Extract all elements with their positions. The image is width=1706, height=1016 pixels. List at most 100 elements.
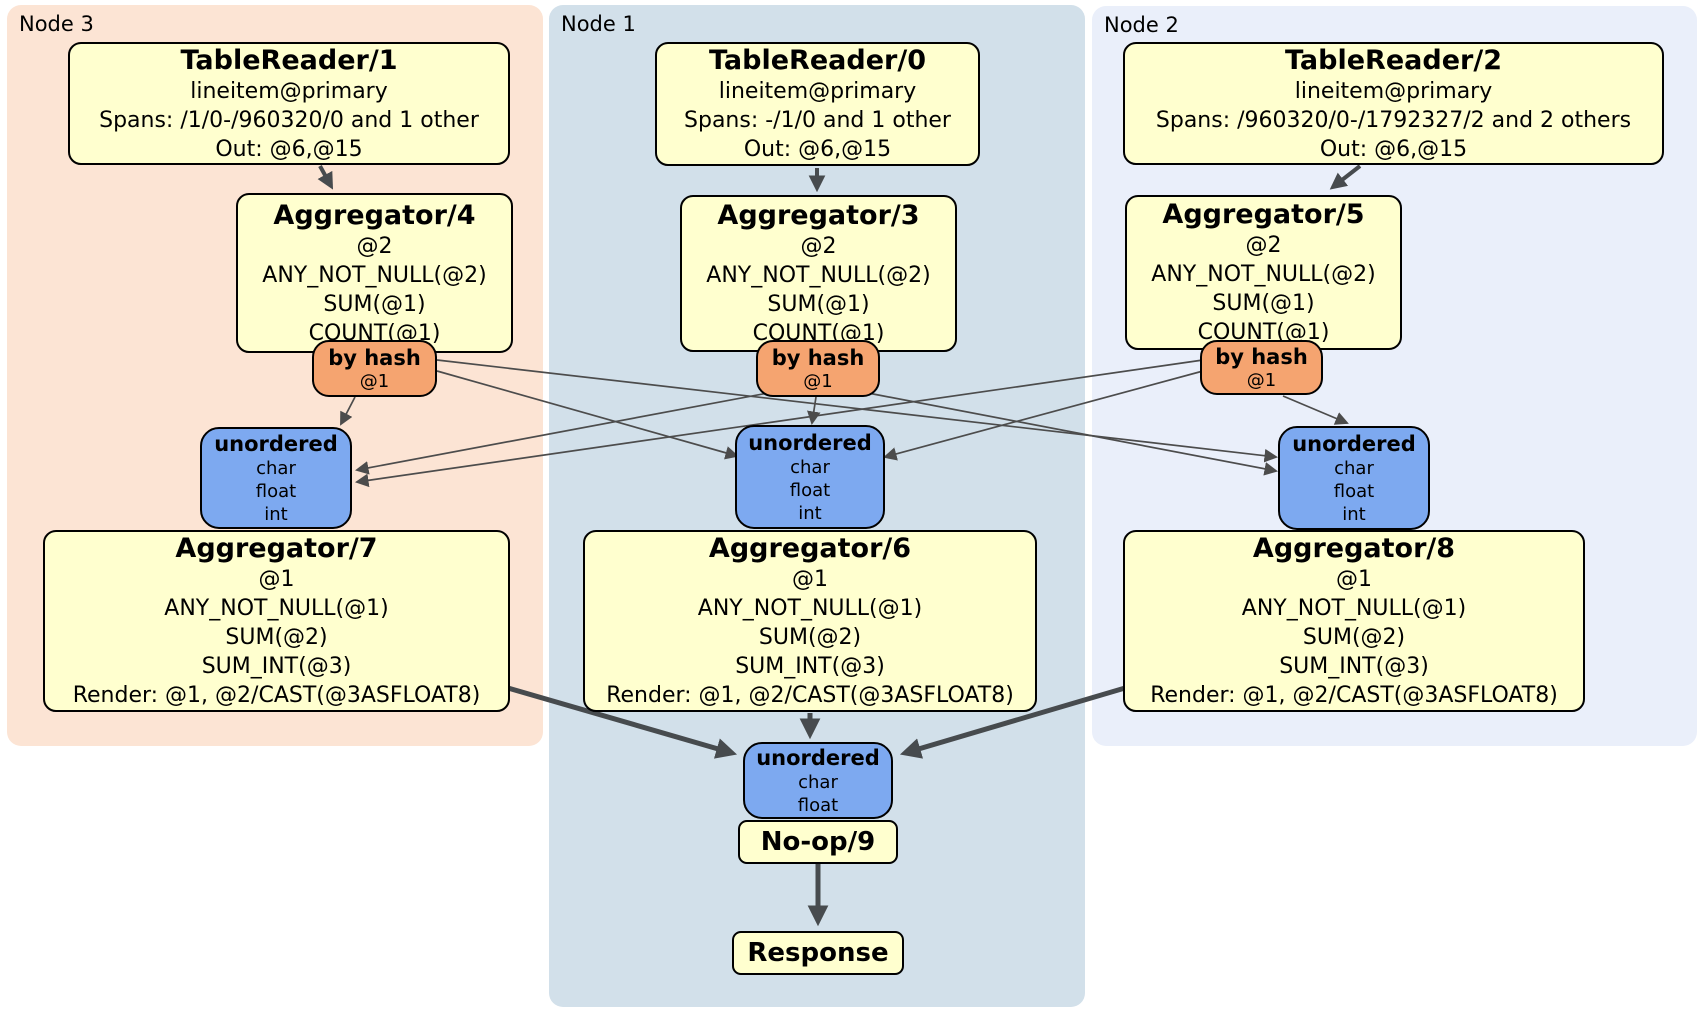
aggregator-3-fn2: SUM(@1) [767, 292, 870, 317]
aggregator-7-box: Aggregator/7 @1 ANY_NOT_NULL(@1) SUM(@2)… [43, 530, 510, 712]
by-hash-router-5-columns: @1 [1246, 369, 1277, 391]
unordered-sync-final-title: unordered [756, 745, 880, 770]
unordered-sync-7-col1: char [256, 457, 296, 479]
unordered-sync-final: unordered char float [743, 742, 893, 819]
tablereader-0-spans: Spans: -/1/0 and 1 other [684, 108, 951, 133]
edge-agg7-un9 [507, 685, 738, 759]
aggregator-7-render: Render: @1, @2/CAST(@3ASFLOAT8) [72, 683, 481, 708]
edge-rt5-un8 [1282, 395, 1349, 425]
aggregator-6-fn1: ANY_NOT_NULL(@1) [697, 596, 923, 621]
by-hash-router-5-title: by hash [1215, 344, 1308, 369]
response-title: Response [747, 938, 889, 968]
edge-tr1-agg4 [317, 165, 334, 190]
by-hash-router-4-title: by hash [328, 345, 421, 370]
aggregator-6-title: Aggregator/6 [708, 533, 912, 564]
aggregator-7-groupcol: @1 [258, 567, 295, 592]
edge-tr2-agg5 [1329, 164, 1362, 190]
tablereader-0-box: TableReader/0 lineitem@primary Spans: -/… [655, 42, 980, 166]
aggregator-8-title: Aggregator/8 [1252, 533, 1456, 564]
aggregator-5-fn1: ANY_NOT_NULL(@2) [1151, 262, 1376, 287]
unordered-sync-8-col3: int [1342, 503, 1366, 525]
node-2-label: Node 2 [1104, 13, 1179, 37]
unordered-sync-8-col1: char [1334, 457, 1374, 479]
by-hash-router-3-title: by hash [771, 345, 865, 370]
aggregator-6-groupcol: @1 [792, 567, 828, 592]
edge-rt5-un7 [354, 359, 1204, 488]
aggregator-3-fn1: ANY_NOT_NULL(@2) [706, 263, 931, 288]
aggregator-4-fn2: SUM(@1) [323, 291, 426, 317]
unordered-sync-6-title: unordered [748, 430, 872, 455]
aggregator-7-fn1: ANY_NOT_NULL(@1) [164, 596, 389, 621]
aggregator-3-groupcol: @2 [800, 234, 837, 259]
tablereader-2-box: TableReader/2 lineitem@primary Spans: /9… [1123, 42, 1664, 165]
aggregator-8-fn3: SUM_INT(@3) [1279, 654, 1429, 679]
aggregator-6-box: Aggregator/6 @1 ANY_NOT_NULL(@1) SUM(@2)… [583, 530, 1037, 712]
aggregator-5-box: Aggregator/5 @2 ANY_NOT_NULL(@2) SUM(@1)… [1125, 195, 1402, 350]
aggregator-3-box: Aggregator/3 @2 ANY_NOT_NULL(@2) SUM(@1)… [680, 195, 957, 352]
edge-rt3-un7 [354, 392, 769, 475]
tablereader-2-out: Out: @6,@15 [1319, 136, 1468, 162]
tablereader-2-title: TableReader/2 [1285, 44, 1502, 76]
aggregator-5-fn2: SUM(@1) [1212, 291, 1315, 316]
aggregator-4-fn1: ANY_NOT_NULL(@2) [262, 262, 487, 288]
aggregator-6-render: Render: @1, @2/CAST(@3ASFLOAT8) [606, 683, 1014, 708]
tablereader-0-out: Out: @6,@15 [743, 137, 892, 162]
aggregator-7-fn2: SUM(@2) [225, 625, 328, 650]
tablereader-1-index: lineitem@primary [190, 78, 388, 104]
tablereader-0-index: lineitem@primary [718, 79, 917, 104]
unordered-sync-6-col1: char [790, 456, 830, 478]
aggregator-8-box: Aggregator/8 @1 ANY_NOT_NULL(@1) SUM(@2)… [1123, 530, 1585, 712]
aggregator-4-box: Aggregator/4 @2 ANY_NOT_NULL(@2) SUM(@1)… [236, 193, 513, 353]
aggregator-3-title: Aggregator/3 [717, 200, 920, 231]
by-hash-router-5: by hash @1 [1200, 340, 1323, 395]
edge-rt4-un8 [436, 359, 1279, 463]
response-box: Response [732, 931, 904, 975]
edge-rt3-un8 [867, 392, 1279, 476]
unordered-sync-6: unordered char float int [735, 425, 885, 529]
unordered-sync-6-col3: int [798, 502, 822, 524]
edge-rt5-un6 [883, 370, 1204, 461]
tablereader-2-index: lineitem@primary [1294, 78, 1493, 104]
aggregator-8-groupcol: @1 [1336, 567, 1372, 592]
node-3-label: Node 3 [19, 12, 94, 36]
node-1-label: Node 1 [561, 12, 636, 36]
tablereader-1-title: TableReader/1 [180, 44, 398, 76]
unordered-sync-final-col2: float [797, 794, 839, 816]
unordered-sync-8-col2: float [1333, 480, 1375, 502]
unordered-sync-6-col2: float [789, 479, 831, 501]
by-hash-router-4: by hash @1 [312, 340, 437, 397]
unordered-sync-8-title: unordered [1292, 431, 1416, 456]
tablereader-1-out: Out: @6,@15 [215, 136, 363, 162]
aggregator-7-fn3: SUM_INT(@3) [201, 654, 352, 679]
noop-9-title: No-op/9 [760, 827, 876, 857]
by-hash-router-4-columns: @1 [359, 370, 390, 392]
tablereader-2-spans: Spans: /960320/0-/1792327/2 and 2 others [1155, 107, 1632, 133]
aggregator-4-title: Aggregator/4 [273, 199, 476, 231]
tablereader-1-box: TableReader/1 lineitem@primary Spans: /1… [68, 42, 510, 165]
aggregator-5-title: Aggregator/5 [1162, 199, 1365, 230]
noop-9-box: No-op/9 [738, 820, 898, 864]
aggregator-6-fn2: SUM(@2) [758, 625, 862, 650]
aggregator-8-fn2: SUM(@2) [1302, 625, 1406, 650]
unordered-sync-8: unordered char float int [1278, 426, 1430, 530]
by-hash-router-3: by hash @1 [756, 340, 880, 397]
aggregator-8-render: Render: @1, @2/CAST(@3ASFLOAT8) [1150, 683, 1558, 708]
edge-rt4-un6 [436, 370, 739, 460]
aggregator-8-fn1: ANY_NOT_NULL(@1) [1241, 596, 1467, 621]
unordered-sync-7-col3: int [264, 503, 288, 525]
aggregator-5-groupcol: @2 [1245, 233, 1282, 258]
unordered-sync-7-title: unordered [214, 431, 338, 456]
aggregator-7-title: Aggregator/7 [175, 533, 378, 564]
tablereader-1-spans: Spans: /1/0-/960320/0 and 1 other [99, 107, 479, 133]
unordered-sync-7-col2: float [255, 480, 297, 502]
edge-rt4-un7 [340, 396, 356, 426]
edge-agg8-un9 [899, 685, 1126, 759]
aggregator-4-groupcol: @2 [356, 233, 393, 259]
edge-rt3-un6 [807, 396, 821, 426]
unordered-sync-final-col1: char [798, 771, 838, 793]
by-hash-router-3-columns: @1 [803, 370, 833, 392]
tablereader-0-title: TableReader/0 [709, 45, 926, 76]
aggregator-6-fn3: SUM_INT(@3) [735, 654, 885, 679]
